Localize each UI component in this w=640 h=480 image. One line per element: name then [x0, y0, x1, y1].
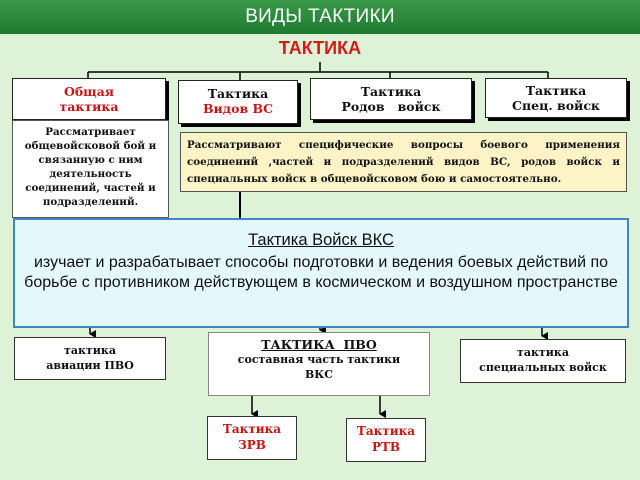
vid-vs-line2: Видов ВС — [202, 101, 274, 116]
special-troops-line1: тактика — [517, 346, 569, 359]
vks-tactics-panel: Тактика Войск ВКС изучает и разрабатывае… — [13, 218, 629, 328]
rod-voysk-tactics-box: Тактика Родов войск — [310, 78, 472, 120]
rtv-line1: Тактика — [356, 424, 416, 438]
pvo-line2: составная часть тактики — [237, 353, 401, 366]
zrv-tactics-box: Тактика ЗРВ — [207, 416, 297, 460]
spec-voysk-tactics-box: Тактика Спец. войск — [485, 78, 627, 118]
general-tactics-line1: Общая — [63, 84, 115, 99]
aviation-pvo-line1: тактика — [64, 344, 116, 357]
vks-title: Тактика Войск ВКС — [248, 231, 394, 249]
special-troops-box: тактика специальных войск — [460, 339, 626, 383]
general-desc-text: Рассматривает общевойсковой бой и связан… — [24, 126, 157, 208]
pvo-tactics-box: ТАКТИКА ПВО составная часть тактики ВКС — [208, 332, 430, 396]
special-troops-line2: специальных войск — [479, 361, 607, 374]
rtv-tactics-box: Тактика РТВ — [346, 418, 426, 462]
general-tactics-line2: тактика — [59, 99, 119, 114]
spec-voysk-line2: Спец. войск — [512, 98, 600, 113]
specific-tactics-description: Рассматривают специфические вопросы боев… — [180, 132, 627, 192]
spec-voysk-line1: Тактика — [525, 83, 587, 98]
aviation-pvo-box: тактика авиации ПВО — [14, 337, 166, 380]
zrv-line1: Тактика — [222, 422, 282, 436]
rod-voysk-line2: Родов войск — [341, 99, 441, 114]
header-banner: ВИДЫ ТАКТИКИ — [0, 0, 640, 34]
rod-voysk-line1: Тактика — [360, 84, 422, 99]
pvo-title: ТАКТИКА ПВО — [261, 337, 377, 352]
zrv-line2: ЗРВ — [238, 438, 266, 452]
vid-vs-line1: Тактика — [207, 86, 269, 101]
vid-vs-tactics-box: Тактика Видов ВС — [178, 80, 298, 124]
pvo-line3: ВКС — [304, 368, 334, 381]
general-tactics-description: Рассматривает общевойсковой бой и связан… — [12, 120, 169, 218]
header-title: ВИДЫ ТАКТИКИ — [245, 6, 395, 27]
main-title: ТАКТИКА — [278, 38, 362, 58]
rtv-line2: РТВ — [371, 440, 401, 454]
general-tactics-box: Общая тактика — [12, 78, 166, 120]
aviation-pvo-line2: авиации ПВО — [46, 359, 134, 372]
specific-desc-text: Рассматривают специфические вопросы боев… — [187, 139, 620, 185]
vks-text: изучает и разрабатывает способы подготов… — [24, 254, 618, 291]
